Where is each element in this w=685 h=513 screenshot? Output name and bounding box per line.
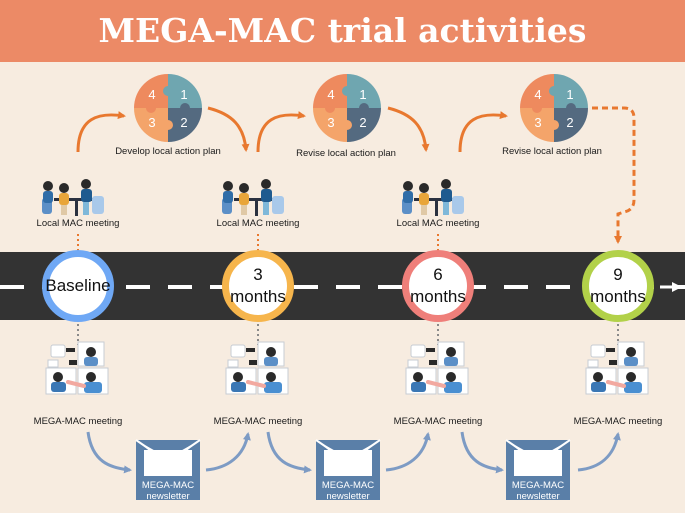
video-meeting-icon (44, 340, 110, 396)
milestone-3-months: 3 months (222, 250, 294, 322)
local-meeting-label: Local MAC meeting (216, 218, 300, 229)
newsletter-label: MEGA-MAC newsletter (506, 480, 570, 502)
milestone-unit: months (230, 287, 286, 306)
puzzle-number: 1 (566, 87, 573, 102)
page-title: MEGA-MAC trial activities (98, 11, 587, 50)
video-meeting-icon (404, 340, 470, 396)
milestone-unit: months (590, 287, 646, 306)
puzzle-icon: 4 1 3 2 (134, 74, 202, 142)
puzzle-number: 2 (180, 115, 187, 130)
newsletter-label-line: newsletter (516, 491, 560, 502)
milestone-baseline: Baseline (42, 250, 114, 322)
puzzle-number: 2 (359, 115, 366, 130)
arrow-to-plan-2 (256, 111, 306, 153)
mega-meeting-label: MEGA-MAC meeting (393, 416, 483, 427)
puzzle-icon: 4 1 3 2 (520, 74, 588, 142)
arrow-to-newsletter-2 (266, 431, 312, 474)
action-plan-label: Revise local action plan (296, 148, 396, 159)
newsletter-label: MEGA-MAC newsletter (316, 480, 380, 502)
mega-meeting-label: MEGA-MAC meeting (573, 416, 663, 427)
newsletter-label-line: newsletter (146, 491, 190, 502)
milestone-number: 3 (253, 265, 263, 284)
puzzle-number: 3 (148, 115, 155, 130)
puzzle-number: 1 (180, 87, 187, 102)
local-meeting-label: Local MAC meeting (396, 218, 480, 229)
mega-meeting-label: MEGA-MAC meeting (33, 416, 123, 427)
action-plan-label: Revise local action plan (502, 146, 602, 157)
arrow-to-plan-3 (458, 111, 508, 153)
newsletter-label: MEGA-MAC newsletter (136, 480, 200, 502)
puzzle-number: 4 (327, 87, 334, 102)
newsletter-label-line: newsletter (326, 491, 370, 502)
arrow-plan-2-out (387, 106, 430, 152)
arrow-to-9-months (592, 106, 636, 244)
puzzle-icon: 4 1 3 2 (313, 74, 381, 142)
puzzle-number: 4 (534, 87, 541, 102)
action-plan-label: Develop local action plan (115, 146, 221, 157)
arrow-to-newsletter-3 (460, 431, 504, 474)
arrow-newsletter-2-out (385, 432, 431, 472)
local-meeting-icon (402, 179, 464, 216)
local-meeting-label: Local MAC meeting (36, 218, 120, 229)
arrow-newsletter-1-out (205, 432, 251, 472)
newsletter-label-line: MEGA-MAC (141, 480, 195, 491)
road-center-dashes (0, 285, 685, 289)
milestone-9-months: 9 months (582, 250, 654, 322)
milestone-6-months: 6 months (402, 250, 474, 322)
video-meeting-icon (584, 340, 650, 396)
puzzle-number: 3 (327, 115, 334, 130)
arrow-plan-1-out (207, 106, 250, 152)
local-meeting-icon (42, 179, 104, 216)
puzzle-number: 4 (148, 87, 155, 102)
arrow-newsletter-3-out (577, 432, 621, 472)
newsletter-label-line: MEGA-MAC (511, 480, 565, 491)
milestone-number: 9 (613, 265, 623, 284)
newsletter-label-line: MEGA-MAC (321, 480, 375, 491)
puzzle-number: 3 (534, 115, 541, 130)
local-meeting-icon (222, 179, 284, 216)
milestone-label: Baseline (45, 276, 111, 295)
video-meeting-icon (224, 340, 290, 396)
milestone-unit: months (410, 287, 466, 306)
arrow-to-plan-1 (76, 111, 126, 153)
puzzle-number: 1 (359, 87, 366, 102)
mega-meeting-label: MEGA-MAC meeting (213, 416, 303, 427)
milestone-number: 6 (433, 265, 443, 284)
title-bar: MEGA-MAC trial activities (0, 0, 685, 62)
puzzle-number: 2 (566, 115, 573, 130)
arrow-to-newsletter-1 (86, 431, 132, 474)
